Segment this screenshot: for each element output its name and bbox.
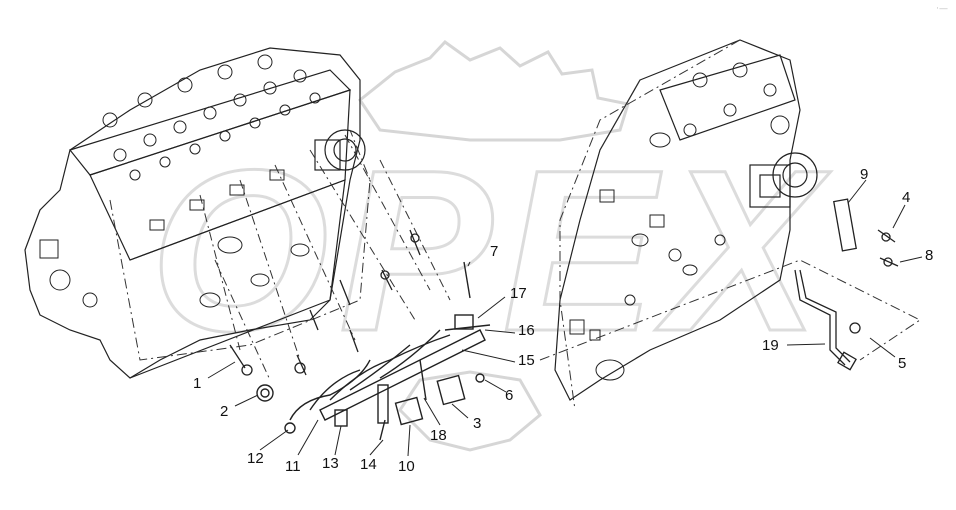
- left-engine-block: [24, 47, 366, 379]
- washer-6: [475, 373, 485, 383]
- fitting-5: [849, 322, 861, 334]
- corner-mark: ·—: [936, 4, 948, 14]
- callout-3: 3: [473, 415, 482, 432]
- injector-4: [380, 269, 393, 291]
- right-block-outline: [554, 39, 801, 401]
- fuel-line-19: [794, 269, 846, 366]
- right-phantom-outline: [559, 39, 741, 411]
- left-block-ports: [39, 169, 310, 308]
- bolt-18: [419, 359, 427, 401]
- left-fuel-pump: [314, 129, 366, 171]
- gasket-10: [394, 396, 424, 426]
- nut-12: [284, 422, 296, 434]
- callout-19: 19: [762, 337, 779, 354]
- gasket-3: [436, 374, 466, 406]
- injectors: [229, 229, 421, 376]
- clamp-17: [454, 314, 474, 330]
- right-block-deck: [659, 54, 796, 141]
- svg-text:OPEX: OPEX: [150, 122, 831, 379]
- bracket-9: [833, 198, 857, 252]
- callout-9: 9: [860, 166, 869, 183]
- injector-phantom-lines: [199, 134, 451, 381]
- bolt-4: [877, 229, 896, 243]
- bolt-14: [379, 419, 386, 441]
- bolt-8: [879, 257, 899, 267]
- left-block-lower: [129, 179, 346, 379]
- callout-1: 1: [193, 375, 202, 392]
- callout-11: 11: [285, 458, 301, 475]
- fuel-rail: [319, 329, 486, 421]
- watermark-gear-bottom: [398, 370, 542, 452]
- callout-13: 13: [322, 455, 339, 472]
- left-phantom-outline: [109, 129, 371, 361]
- fuel-line-19-b: [799, 269, 851, 363]
- injector-6: [339, 279, 351, 306]
- right-fuel-pump: [749, 152, 818, 208]
- watermark-gear: [357, 40, 630, 142]
- right-block-details: [569, 62, 790, 381]
- callout-2: 2: [220, 403, 229, 420]
- callout-17: 17: [510, 285, 527, 302]
- seal-2: [256, 384, 274, 402]
- callout-18: 18: [430, 427, 447, 444]
- bolt-7: [463, 261, 471, 299]
- left-block-outline: [24, 47, 361, 379]
- callout-8: 8: [925, 247, 934, 264]
- callout-4: 4: [902, 189, 911, 206]
- callout-14: 14: [360, 456, 377, 473]
- callout-10: 10: [398, 458, 415, 475]
- right-parts: [794, 198, 899, 371]
- left-head-bolts: [102, 54, 321, 181]
- callout-6: 6: [505, 387, 514, 404]
- injector-5: [409, 229, 421, 256]
- injector-1: [229, 344, 253, 376]
- injector-7: [309, 309, 319, 331]
- rail-bracket-14: [377, 384, 389, 424]
- callout-5: 5: [898, 355, 907, 372]
- callout-7: 7: [490, 243, 499, 260]
- watermark-text: OPEX: [149, 121, 831, 381]
- injector-3: [349, 329, 359, 353]
- leader-lines: [207, 179, 923, 457]
- fuel-rail-assembly: [256, 261, 491, 441]
- watermark: [357, 40, 630, 452]
- right-phantom-rail: [539, 259, 921, 361]
- right-engine-block: [554, 39, 818, 401]
- callout-16: 16: [518, 322, 535, 339]
- bolt-16: [444, 324, 491, 331]
- connector-5: [837, 351, 857, 371]
- bolt-4-head: [881, 232, 891, 242]
- bolt-8-head: [883, 257, 893, 267]
- injector-2: [294, 354, 307, 376]
- seal-2-inner: [260, 388, 270, 398]
- callout-12: 12: [247, 450, 264, 467]
- high-pressure-lines: [289, 329, 441, 421]
- callout-15: 15: [518, 352, 535, 369]
